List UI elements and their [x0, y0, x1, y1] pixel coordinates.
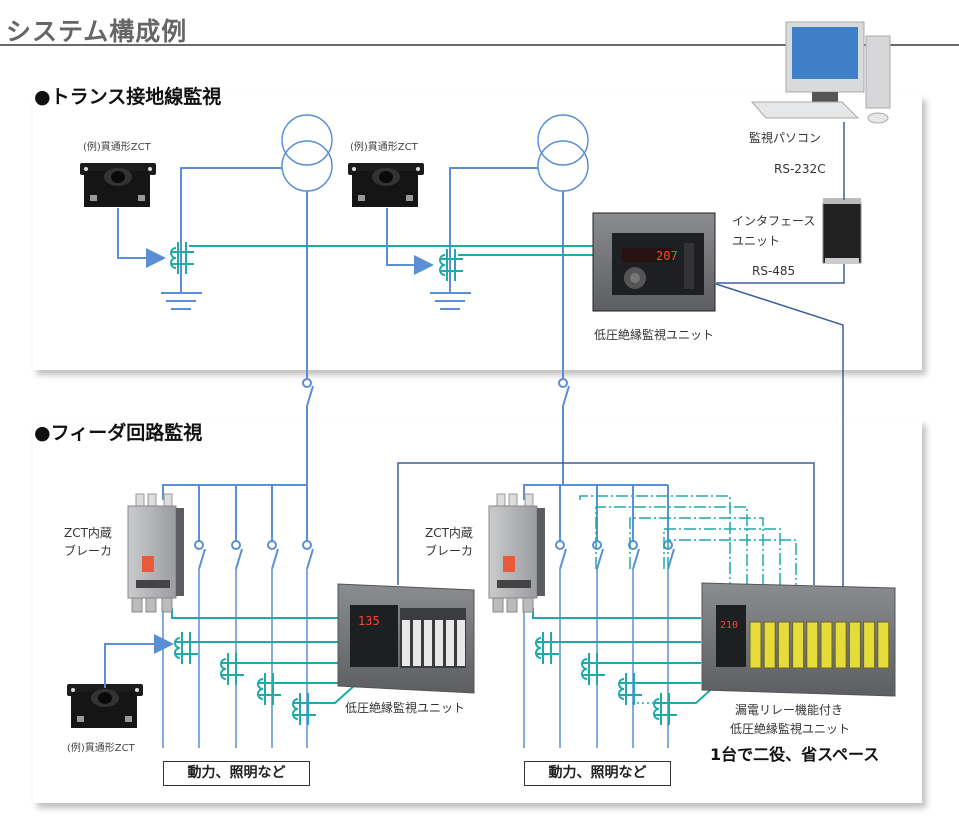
- interface-unit-label-1: インタフェース: [732, 214, 816, 228]
- coil-2-0: [535, 631, 560, 665]
- interface-unit-label-2: ユニット: [732, 234, 781, 248]
- zct-device-top-2: [348, 163, 424, 207]
- title-divider: [0, 44, 959, 46]
- rs485-bus: [715, 283, 844, 588]
- switch-contact-2-0: [555, 540, 565, 550]
- main-switch-1: [302, 378, 314, 485]
- unit-feeder2-display: 210: [720, 620, 738, 631]
- switch-blade-2-3: [667, 548, 675, 570]
- coil-1-0: [174, 631, 199, 665]
- zct-arrow-top-2: [386, 208, 434, 275]
- relay-module-0: [749, 621, 762, 669]
- zct-device-bottom: [67, 684, 143, 728]
- main-switch-2: [558, 378, 570, 484]
- feeder-bus-1: [162, 484, 307, 500]
- rs232c-label: RS-232C: [774, 162, 826, 176]
- zct-device-top-1: [80, 163, 156, 207]
- relay-module-9: [877, 621, 890, 669]
- breaker-signal-2: [532, 608, 701, 619]
- relay-line-4: [667, 539, 797, 585]
- rs485-label: RS-485: [752, 264, 796, 278]
- relay-module-2: [777, 621, 790, 669]
- coil-1-1: [220, 652, 245, 686]
- transformer-2: [537, 114, 589, 192]
- switch-contact-1-0: [194, 540, 204, 550]
- transformer-1: [281, 114, 333, 192]
- feeder-bus-2: [523, 484, 668, 500]
- relay-insulation-unit: [701, 582, 896, 697]
- relay-module-6: [834, 621, 847, 669]
- earth-line-2: [449, 167, 538, 292]
- switch-blade-2-2: [632, 548, 640, 570]
- switch-blade-1-3: [306, 548, 314, 570]
- coil-2-2: [618, 672, 643, 706]
- pc-label: 監視パソコン: [749, 131, 822, 145]
- section-heading-transformer: ●トランス接地線監視: [34, 86, 222, 108]
- coil-2-3: [653, 692, 678, 726]
- breaker-1: [127, 493, 185, 613]
- relay-line-2: [629, 517, 764, 585]
- breaker-label-1a: ZCT内蔵: [64, 526, 112, 540]
- relay-line-3: [663, 528, 781, 585]
- switch-contact-1-3: [302, 540, 312, 550]
- unit-feeder1-display: 135: [358, 614, 380, 628]
- switch-contact-1-1: [231, 540, 241, 550]
- switch-blade-1-0: [198, 548, 206, 570]
- insulation-unit-top: [592, 212, 716, 312]
- relay-line-0: [579, 495, 731, 585]
- relay-line-1: [595, 506, 748, 585]
- switch-blade-2-1: [596, 548, 604, 570]
- zct-arrow-top-1: [117, 208, 166, 268]
- interface-unit: [822, 198, 862, 264]
- relay-unit-label-2: 低圧絶縁監視ユニット: [730, 722, 851, 736]
- ground-symbol-2: [430, 292, 471, 310]
- ground-symbol-1: [161, 292, 202, 310]
- switch-blade-1-2: [271, 548, 279, 570]
- comm-loop: [397, 462, 815, 585]
- insulation-unit-feeder-label: 低圧絶縁監視ユニット: [345, 701, 466, 715]
- earth-line-1: [180, 167, 282, 292]
- relay-module-1: [763, 621, 776, 669]
- breaker-label-2a: ZCT内蔵: [425, 526, 473, 540]
- zct-arrow-bottom: [104, 634, 174, 688]
- unit-top-display: 207: [656, 249, 678, 263]
- section-heading-feeder: ●フィーダ回路監視: [34, 422, 203, 444]
- breaker-label-1b: ブレーカ: [64, 544, 113, 558]
- relay-module-8: [863, 621, 876, 669]
- relay-module-4: [806, 621, 819, 669]
- coil-1-3: [292, 692, 317, 726]
- switch-blade-1-1: [235, 548, 243, 570]
- relay-unit-label-1: 漏電リレー機能付き: [735, 703, 844, 717]
- monitoring-pc: [750, 21, 891, 124]
- coil-1-2: [257, 672, 282, 706]
- coil-signal-2-3: [671, 684, 717, 704]
- loads-label-2: 動力、照明など: [524, 761, 671, 786]
- switch-blade-2-0: [559, 548, 567, 570]
- zct-label-bottom: (例)貫通形ZCT: [67, 743, 135, 754]
- coil-2-1: [581, 652, 606, 686]
- coil-top-2: [439, 248, 464, 282]
- zct-label-top-1: (例)貫通形ZCT: [83, 142, 151, 153]
- breaker-2: [488, 493, 546, 613]
- switch-contact-2-1: [592, 540, 602, 550]
- relay-module-3: [792, 621, 805, 669]
- breaker-signal-1: [171, 608, 340, 619]
- relay-module-5: [820, 621, 833, 669]
- tagline: 1台で二役、省スペース: [710, 745, 880, 764]
- rs485-line: [716, 264, 845, 284]
- relay-module-7: [848, 621, 861, 669]
- coil-signal-1-3: [310, 684, 356, 704]
- insulation-unit-feeder: [337, 583, 475, 694]
- switch-contact-2-2: [628, 540, 638, 550]
- breaker-label-2b: ブレーカ: [425, 544, 474, 558]
- insulation-unit-top-label: 低圧絶縁監視ユニット: [594, 328, 715, 342]
- loads-label-1: 動力、照明など: [163, 761, 310, 786]
- zct-label-top-2: (例)貫通形ZCT: [350, 142, 418, 153]
- page-title: システム構成例: [6, 17, 188, 46]
- switch-contact-1-2: [267, 540, 277, 550]
